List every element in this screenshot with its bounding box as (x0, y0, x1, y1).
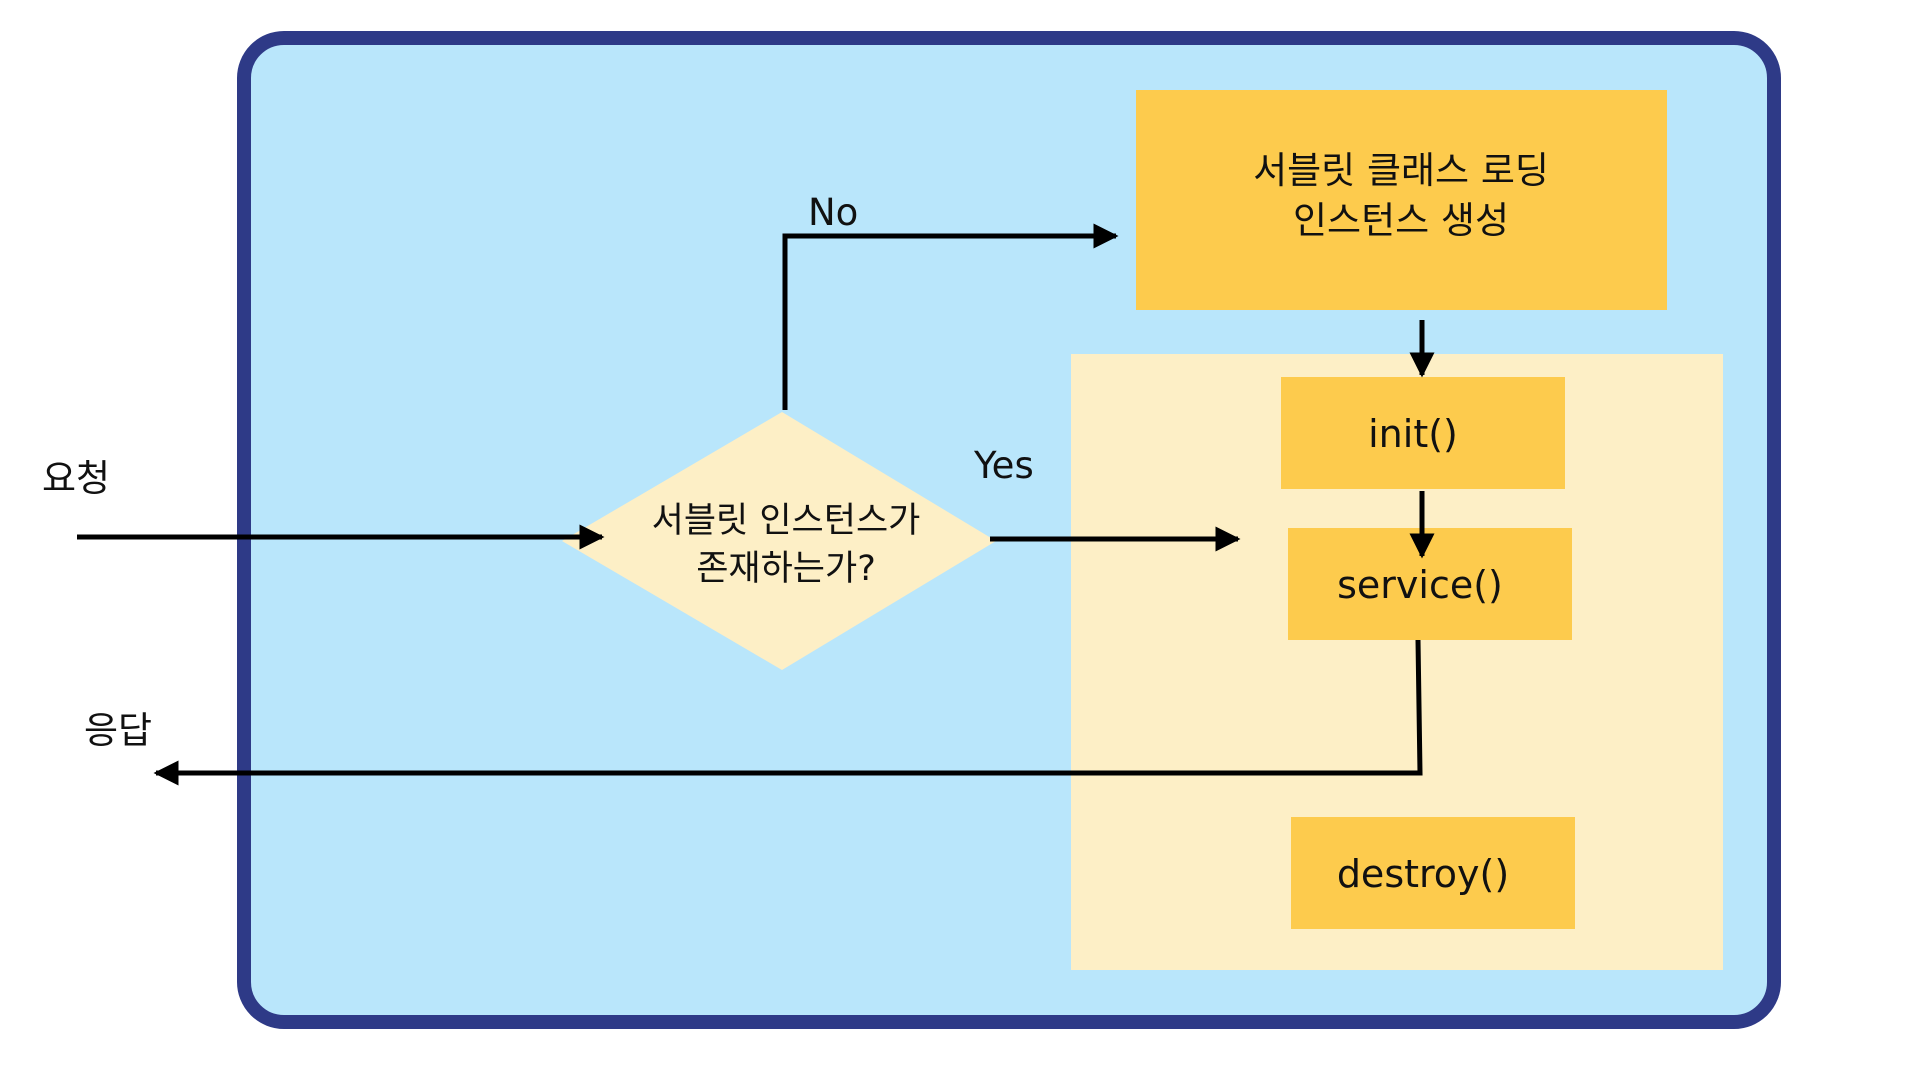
decision-label-line1: 서블릿 인스턴스가 (652, 501, 921, 541)
init-box (1281, 377, 1565, 489)
no-arrow (782, 223, 1119, 410)
decision-diamond (562, 412, 996, 670)
request-label: 요청 (42, 457, 110, 500)
yes-label: Yes (973, 444, 1034, 487)
class-loading-label-line1: 서블릿 클래스 로딩 (1253, 149, 1549, 192)
response-label: 응답 (84, 709, 152, 752)
destroy-label: destroy() (1337, 852, 1509, 896)
class-loading-box (1136, 90, 1667, 310)
no-label: No (808, 191, 858, 234)
class-loading-label-line2: 인스턴스 생성 (1293, 199, 1509, 242)
decision-label-line2: 존재하는가? (696, 549, 876, 589)
destroy-box (1291, 817, 1575, 929)
init-label: init() (1368, 412, 1458, 456)
response-arrow (153, 639, 1423, 786)
service-label: service() (1337, 563, 1503, 607)
